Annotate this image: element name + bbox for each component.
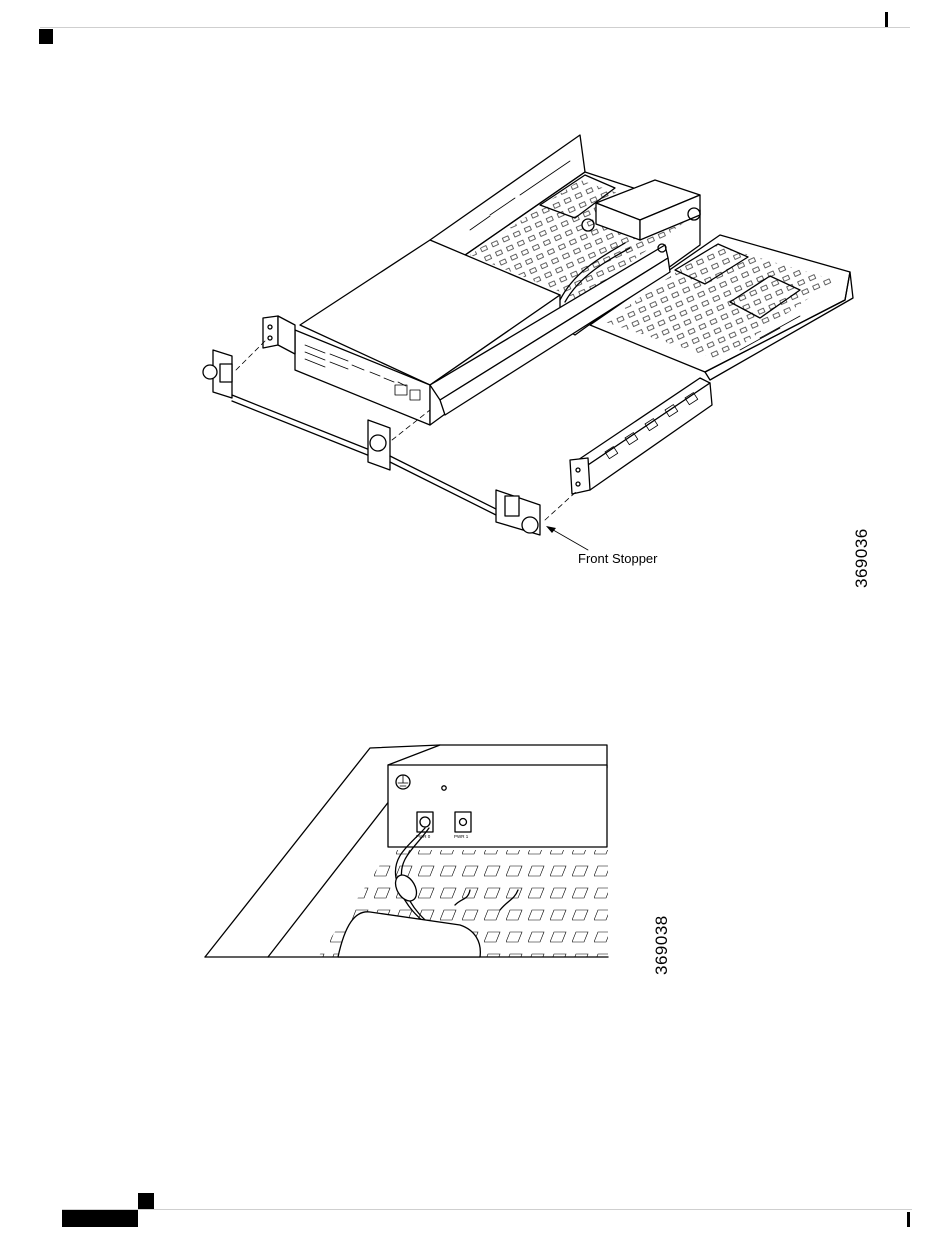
figure-power-connection: PWR 0 PWR 1 369038 bbox=[0, 730, 950, 990]
footer-tab-block bbox=[62, 1210, 138, 1227]
rack-mount-drawing bbox=[0, 0, 950, 620]
footer-corner-block bbox=[138, 1193, 154, 1209]
footer-rule bbox=[62, 1209, 912, 1210]
figure-id-label-2: 369038 bbox=[652, 915, 672, 975]
figure-rack-mount-assembly: Front Stopper 369036 bbox=[0, 0, 950, 620]
power-connection-drawing bbox=[0, 730, 950, 990]
port-label-pwr1: PWR 1 bbox=[454, 834, 468, 839]
footer-edge-tick bbox=[907, 1212, 910, 1227]
figure-id-label: 369036 bbox=[852, 528, 872, 588]
callout-front-stopper: Front Stopper bbox=[578, 551, 658, 566]
port-label-pwr0: PWR 0 bbox=[416, 834, 430, 839]
